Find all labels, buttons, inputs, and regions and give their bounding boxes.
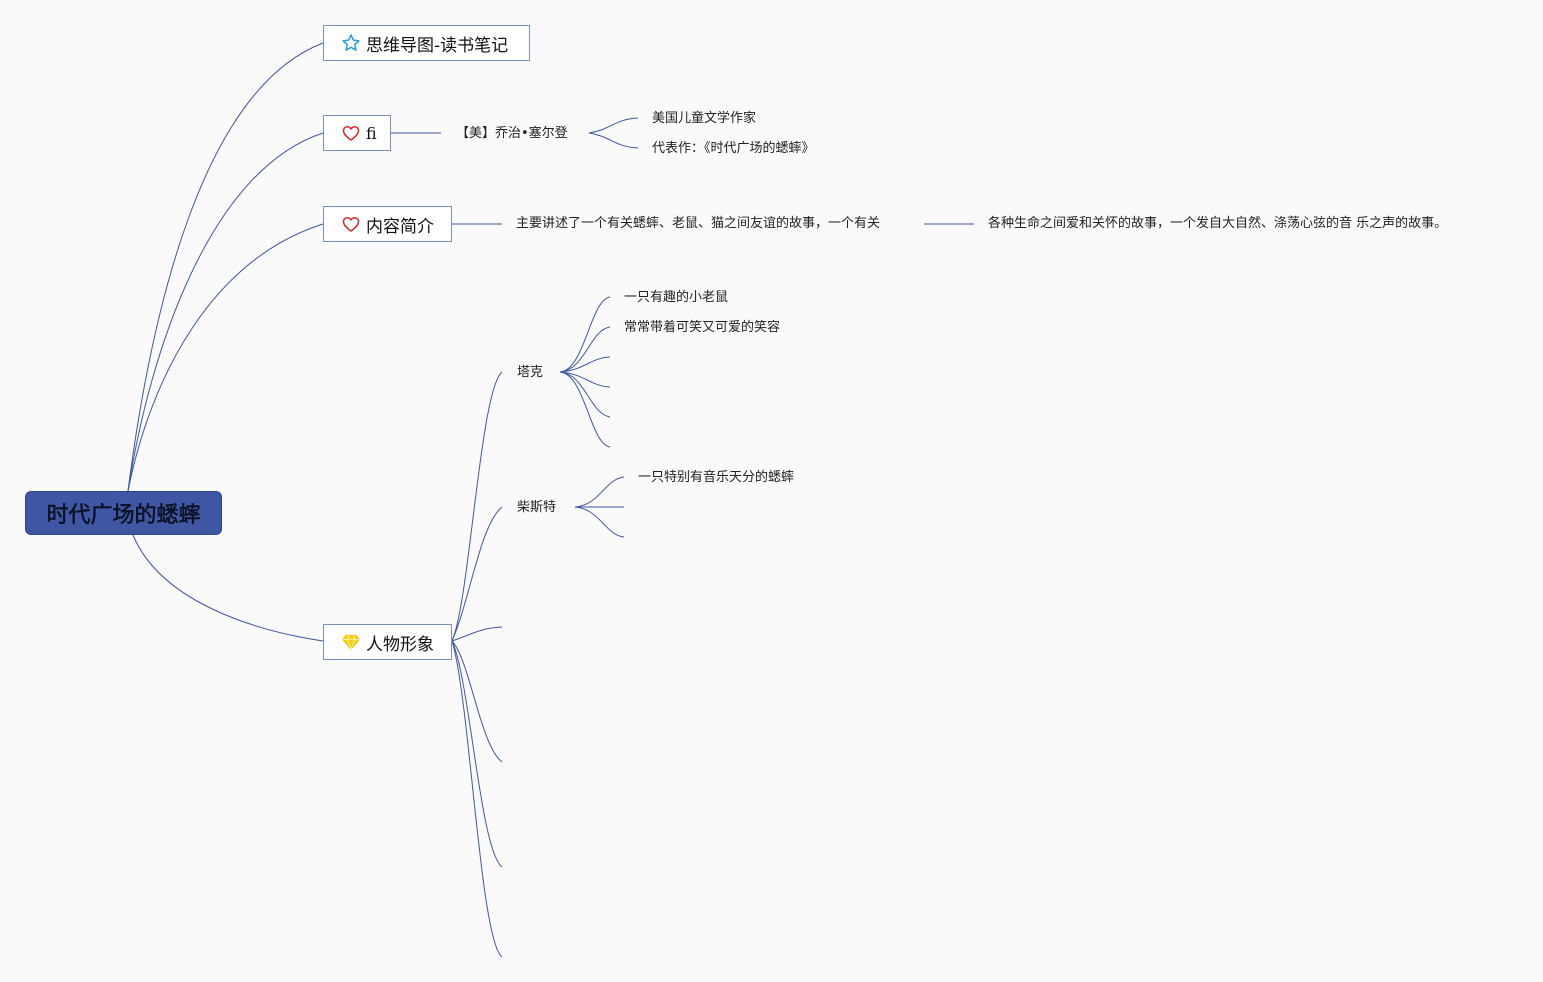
link-name-detail-1 — [588, 117, 639, 134]
link-chester-empty-2 — [574, 506, 625, 538]
link-root-characters — [132, 534, 324, 642]
diamond-icon — [342, 634, 360, 651]
link-characters-empty-4 — [451, 640, 503, 958]
link-chester-trait-1 — [574, 476, 625, 508]
author-detail-1[interactable]: 美国儿童文学作家 — [652, 111, 757, 126]
branch-summary[interactable]: 内容简介 — [323, 206, 452, 242]
chester-trait-1[interactable]: 一只特别有音乐天分的蟋蟀 — [638, 470, 795, 485]
link-name-detail-2 — [588, 132, 639, 149]
branch-author-label: fi — [366, 123, 377, 143]
link-root-notes — [127, 42, 324, 492]
link-characters-empty-3 — [451, 640, 503, 868]
branch-characters[interactable]: 人物形象 — [323, 624, 452, 660]
character-tuck[interactable]: 塔克 — [517, 365, 544, 380]
root-node[interactable]: 时代广场的蟋蟀 — [25, 491, 222, 535]
summary-part-2[interactable]: 各种生命之间爱和关怀的故事，一个发自大自然、涤荡心弦的音 乐之声的故事。 — [988, 216, 1448, 231]
author-detail-2[interactable]: 代表作：《时代广场的蟋蟀》 — [652, 141, 815, 156]
star-icon — [342, 34, 360, 51]
tuck-trait-2[interactable]: 常常带着可笑又可爱的笑容 — [624, 320, 781, 335]
heart-icon — [342, 126, 360, 141]
link-characters-empty-2 — [451, 640, 503, 763]
branch-author[interactable]: fi — [323, 115, 391, 151]
link-tuck-empty-3 — [559, 371, 611, 418]
heart-icon — [342, 217, 360, 232]
link-tuck-trait-2 — [559, 326, 611, 373]
branch-characters-label: 人物形象 — [366, 634, 434, 655]
link-tuck-empty-4 — [559, 371, 611, 448]
root-label: 时代广场的蟋蟀 — [46, 503, 201, 528]
link-tuck-trait-1 — [559, 296, 611, 373]
link-tuck-empty-1 — [559, 356, 611, 373]
tuck-trait-1[interactable]: 一只有趣的小老鼠 — [624, 290, 729, 305]
link-root-summary — [127, 223, 324, 492]
link-characters-chester — [451, 506, 503, 642]
link-characters-empty-1 — [451, 626, 503, 642]
link-characters-tuck — [451, 371, 503, 642]
author-name[interactable]: 【美】乔治•塞尔登 — [456, 126, 568, 141]
summary-part-1[interactable]: 主要讲述了一个有关蟋蟀、老鼠、猫之间友谊的故事，一个有关 — [516, 216, 881, 231]
branch-summary-label: 内容简介 — [366, 216, 434, 237]
link-root-author — [127, 132, 324, 492]
branch-notes[interactable]: 思维导图-读书笔记 — [323, 25, 530, 61]
branch-notes-label: 思维导图-读书笔记 — [366, 35, 509, 56]
character-chester[interactable]: 柴斯特 — [517, 500, 557, 515]
